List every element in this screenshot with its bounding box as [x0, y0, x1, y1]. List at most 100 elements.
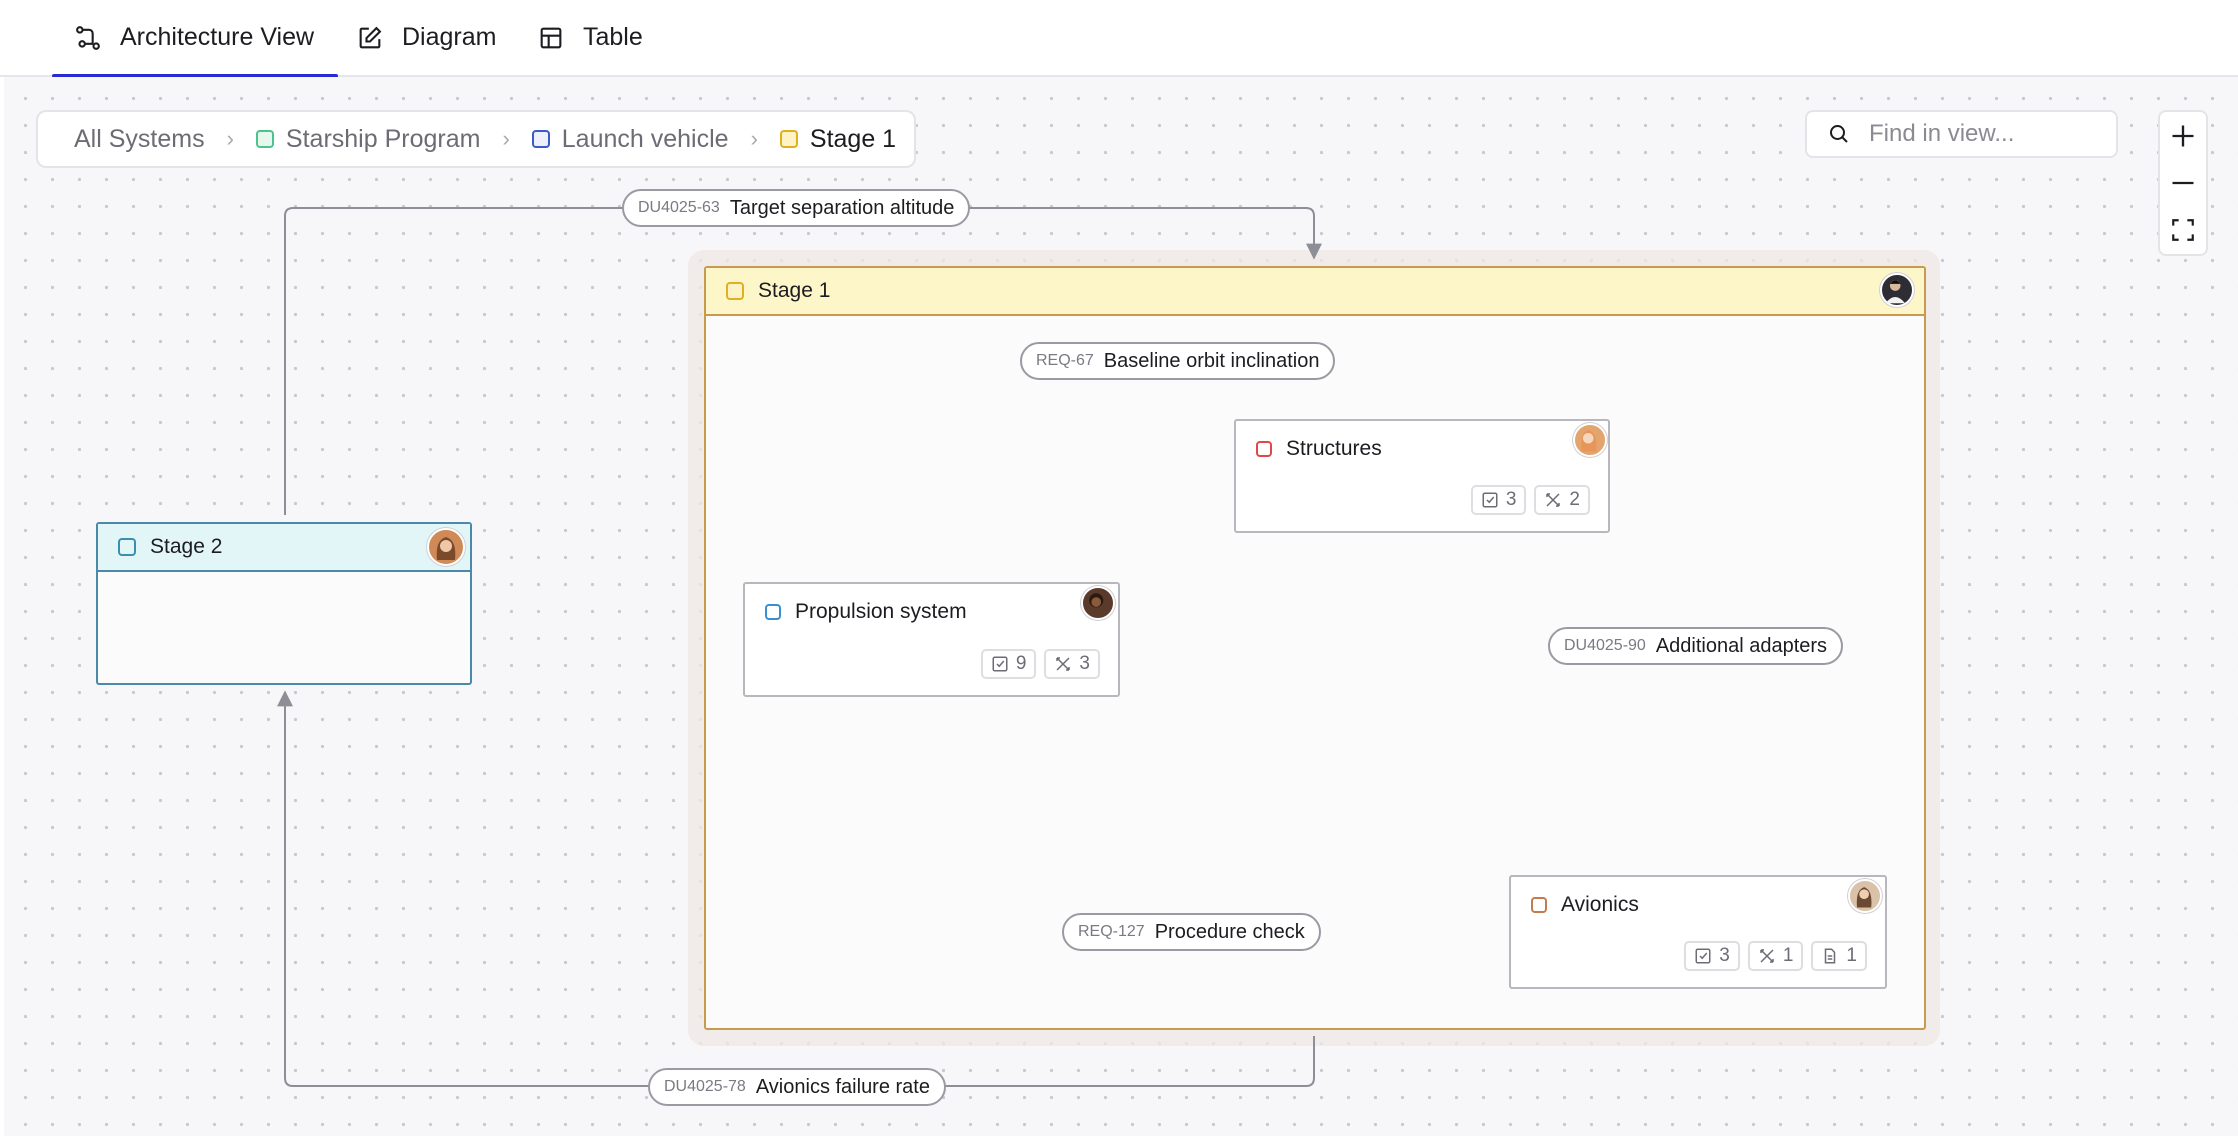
breadcrumb-label: All Systems: [74, 124, 205, 153]
node-propulsion-system[interactable]: Propulsion system 9 3: [743, 582, 1120, 697]
system-color-icon: [779, 130, 798, 148]
fullscreen-icon: [2172, 219, 2194, 242]
edit-icon: [359, 26, 382, 48]
requirements-badge[interactable]: 9: [980, 649, 1037, 679]
tools-icon: [1056, 657, 1071, 671]
group-stage-2[interactable]: Stage 2: [96, 522, 472, 685]
fit-view-button[interactable]: [2160, 207, 2206, 254]
node-label: Propulsion system: [795, 600, 967, 623]
breadcrumb-stage-1[interactable]: Stage 1: [779, 124, 897, 154]
system-color-icon: [726, 282, 744, 300]
tools-icon: [1760, 949, 1774, 963]
checkbox-icon: [992, 656, 1008, 672]
badge-count: 1: [1782, 945, 1794, 966]
edge-id: REQ-127: [1078, 923, 1145, 940]
chevron-right-icon: ›: [750, 126, 758, 151]
edge-text: Avionics failure rate: [755, 1075, 930, 1098]
breadcrumb-launch-vehicle[interactable]: Launch vehicle: [531, 124, 729, 154]
tab-diagram[interactable]: Diagram: [356, 0, 496, 75]
edge-text: Target separation altitude: [729, 196, 955, 219]
system-color-icon: [1256, 441, 1272, 457]
node-title: Propulsion system: [765, 600, 967, 624]
zoom-in-button[interactable]: [2160, 112, 2206, 159]
edge-label-procedure-check[interactable]: REQ-127 Procedure check: [1062, 913, 1321, 951]
system-color-icon: [118, 538, 136, 556]
node-avionics[interactable]: Avionics 3 1 1: [1509, 875, 1887, 989]
group-header: Stage 2: [98, 524, 470, 572]
edge-text: Baseline orbit inclination: [1103, 349, 1320, 372]
tab-label: Architecture View: [120, 23, 315, 51]
avatar[interactable]: [427, 528, 465, 566]
edge-id: DU4025-90: [1564, 637, 1646, 654]
breadcrumb-all-systems[interactable]: All Systems: [74, 125, 205, 154]
avatar[interactable]: [1848, 879, 1882, 913]
view-tabbar: Architecture View Diagram Table: [0, 0, 2238, 78]
plus-icon: [2172, 125, 2194, 147]
edge-label-target-separation-altitude[interactable]: DU4025-63 Target separation altitude: [622, 189, 971, 227]
badge-count: 3: [1079, 653, 1090, 674]
edge-text: Additional adapters: [1655, 634, 1828, 657]
avatar[interactable]: [1880, 273, 1914, 307]
badge-count: 3: [1505, 489, 1517, 510]
node-label: Structures: [1286, 437, 1382, 460]
tab-label: Table: [583, 23, 643, 51]
system-color-icon: [765, 604, 781, 620]
badge-count: 9: [1015, 653, 1027, 674]
badge-count: 2: [1569, 489, 1580, 510]
group-title: Stage 2: [150, 535, 223, 558]
edge-label-additional-adapters[interactable]: DU4025-90 Additional adapters: [1548, 627, 1844, 665]
avatar[interactable]: [1081, 586, 1115, 620]
minus-icon: [2172, 181, 2194, 185]
document-icon: [1825, 948, 1836, 964]
breadcrumb: All Systems › Starship Program › Launch …: [36, 110, 916, 168]
breadcrumb-label: Stage 1: [809, 124, 897, 153]
checkbox-icon: [1482, 492, 1498, 508]
person-icon: [1089, 593, 1104, 608]
chevron-right-icon: ›: [502, 126, 510, 151]
documents-badge[interactable]: 1: [1811, 941, 1867, 971]
node-title: Avionics: [1531, 893, 1639, 917]
tab-architecture-view[interactable]: Architecture View: [51, 0, 339, 78]
badge-count: 1: [1846, 945, 1857, 966]
search-input[interactable]: [1869, 120, 2099, 148]
node-label: Avionics: [1561, 893, 1639, 916]
breadcrumb-starship-program[interactable]: Starship Program: [255, 124, 481, 154]
group-header: Stage 1: [706, 268, 1924, 316]
requirements-badge[interactable]: 3: [1684, 941, 1740, 971]
breadcrumb-label: Launch vehicle: [561, 124, 729, 153]
zoom-out-button[interactable]: [2160, 159, 2206, 206]
group-title: Stage 1: [758, 279, 831, 302]
search-icon: [1830, 125, 1848, 143]
node-badges: 3 2: [1470, 485, 1590, 515]
edge-text: Procedure check: [1154, 920, 1305, 943]
node-structures[interactable]: Structures 3 2: [1234, 419, 1610, 533]
edge-id: REQ-67: [1036, 352, 1094, 369]
tab-table[interactable]: Table: [537, 0, 643, 75]
requirements-badge[interactable]: 3: [1470, 485, 1527, 515]
checkbox-icon: [1695, 948, 1711, 964]
edge-id: DU4025-78: [664, 1078, 746, 1095]
breadcrumb-label: Starship Program: [285, 124, 481, 153]
tools-icon: [1546, 493, 1561, 507]
node-badges: 3 1 1: [1684, 941, 1867, 971]
tests-badge[interactable]: 2: [1534, 485, 1590, 515]
system-color-icon: [1531, 897, 1547, 913]
chevron-right-icon: ›: [226, 126, 234, 151]
tests-badge[interactable]: 3: [1044, 649, 1100, 679]
edge-id: DU4025-63: [638, 199, 720, 216]
system-color-icon: [255, 130, 274, 148]
system-color-icon: [531, 130, 550, 148]
edge-label-avionics-failure-rate[interactable]: DU4025-78 Avionics failure rate: [648, 1068, 946, 1106]
edge-label-baseline-orbit-inclination[interactable]: REQ-67 Baseline orbit inclination: [1020, 342, 1336, 380]
avatar[interactable]: [1573, 423, 1607, 457]
tab-label: Diagram: [402, 23, 497, 51]
tests-badge[interactable]: 1: [1747, 941, 1804, 971]
find-in-view-search[interactable]: [1805, 110, 2118, 158]
zoom-controls: [2158, 110, 2208, 256]
person-icon: [1581, 430, 1597, 452]
table-icon: [540, 27, 562, 48]
architecture-icon: [76, 25, 100, 50]
person-icon: [1856, 887, 1872, 908]
node-title: Structures: [1256, 437, 1382, 461]
badge-count: 3: [1719, 945, 1730, 966]
